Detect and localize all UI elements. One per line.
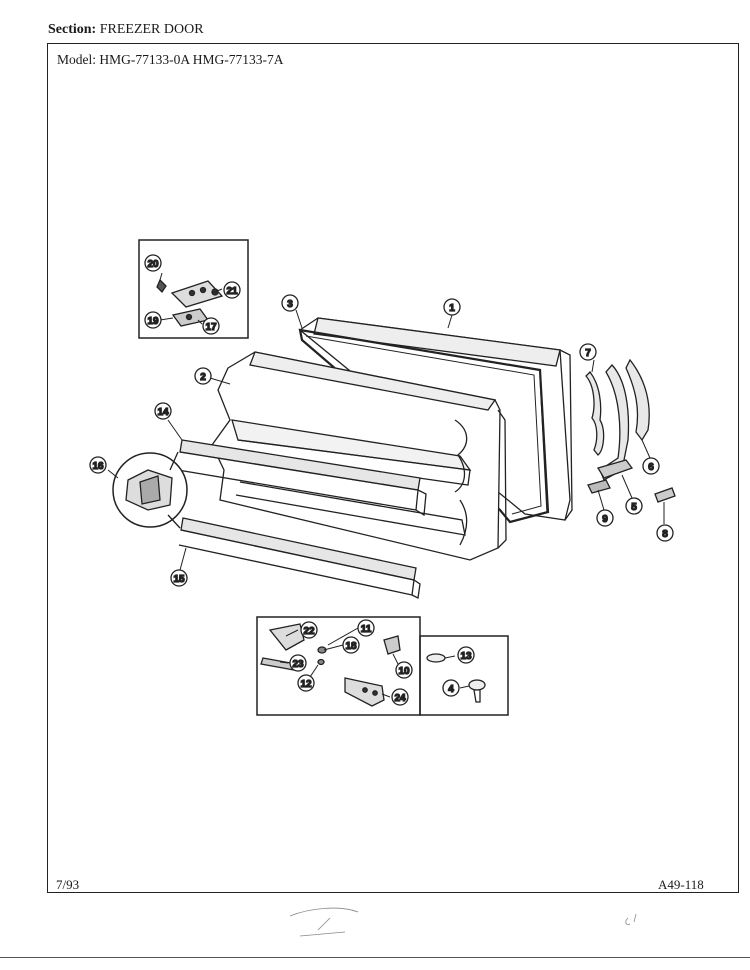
section-label: Section: [48, 22, 97, 37]
callout-4-label: 4 [448, 684, 454, 695]
callout-9-label: 9 [602, 514, 608, 525]
callout-18-label: 18 [345, 641, 357, 652]
upper-door-shelf-bar [177, 439, 427, 517]
callout-20: 20 [144, 254, 162, 272]
callout-16-label: 16 [92, 461, 104, 472]
shelf-end-detail [112, 451, 188, 529]
door-gasket [298, 328, 550, 524]
callout-19: 19 [144, 311, 162, 329]
hinge-inset-box [138, 239, 249, 339]
callout-14: 14 [154, 402, 172, 420]
bottom-rule [0, 957, 750, 958]
callout-6-label: 6 [648, 462, 654, 473]
section-value: FREEZER DOOR [99, 22, 204, 37]
hinge-cover-8 [654, 487, 676, 503]
callout-1-label: 1 [449, 303, 455, 314]
callout-22: 22 [300, 621, 318, 639]
hinge-shim-9 [587, 479, 611, 494]
door-hinges [585, 358, 650, 481]
section-title: Section: FREEZER DOOR [48, 22, 204, 38]
callout-6: 6 [642, 457, 660, 475]
model-numbers: HMG-77133-0A HMG-77133-7A [99, 52, 284, 67]
callout-5: 5 [625, 497, 643, 515]
callout-12-label: 12 [300, 679, 312, 690]
model-line: Model: HMG-77133-0A HMG-77133-7A [57, 52, 284, 68]
callout-2-label: 2 [200, 372, 206, 383]
callout-7-label: 7 [585, 348, 591, 359]
callout-19-label: 19 [147, 316, 159, 327]
callout-8-label: 8 [662, 529, 668, 540]
callout-8: 8 [656, 524, 674, 542]
scan-mark [289, 907, 359, 937]
callout-12: 12 [297, 674, 315, 692]
callout-15: 15 [170, 569, 188, 587]
callout-3-label: 3 [287, 299, 293, 310]
callout-23: 23 [289, 654, 307, 672]
inner-door-liner [211, 351, 507, 561]
model-label: Model: [57, 52, 96, 67]
callout-22-label: 22 [303, 626, 315, 637]
callout-11-label: 11 [361, 624, 372, 635]
callout-17: 17 [202, 317, 220, 335]
callout-11: 11 [357, 619, 375, 637]
callout-18: 18 [342, 636, 360, 654]
handle-screws-box [419, 635, 509, 716]
callout-21: 21 [223, 281, 241, 299]
handle-parts [260, 623, 486, 707]
callout-3: 3 [281, 294, 299, 312]
callout-7: 7 [579, 343, 597, 361]
callout-5-label: 5 [631, 502, 637, 513]
lower-door-shelf-bar [178, 517, 421, 599]
scan-mark-right [625, 913, 637, 925]
callout-2: 2 [194, 367, 212, 385]
revision-date: 7/93 [56, 877, 80, 892]
callout-24-label: 24 [394, 693, 406, 704]
callout-10: 10 [395, 661, 413, 679]
callout-23-label: 23 [292, 659, 304, 670]
callout-13: 13 [457, 646, 475, 664]
callout-4: 4 [442, 679, 460, 697]
callout-9: 9 [596, 509, 614, 527]
callout-20-label: 20 [147, 259, 159, 270]
callout-10-label: 10 [398, 666, 410, 677]
callout-21-label: 21 [226, 286, 238, 297]
callout-1: 1 [443, 298, 461, 316]
callout-15-label: 15 [173, 574, 185, 585]
page-code: A49-118 [658, 877, 704, 892]
callout-14-label: 14 [157, 407, 169, 418]
callout-24: 24 [391, 688, 409, 706]
callout-13-label: 13 [460, 651, 472, 662]
callout-16: 16 [89, 456, 107, 474]
callout-17-label: 17 [205, 322, 217, 333]
diagram-frame [47, 43, 739, 893]
